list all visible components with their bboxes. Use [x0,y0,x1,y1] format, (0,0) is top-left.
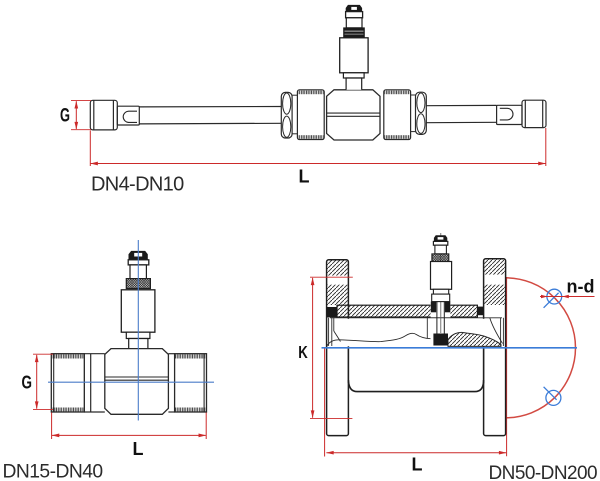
svg-text:DN4-DN10: DN4-DN10 [91,174,184,196]
svg-text:DN15-DN40: DN15-DN40 [3,462,103,481]
svg-text:n-d: n-d [567,277,595,297]
svg-text:K: K [298,342,308,362]
svg-text:L: L [412,455,423,475]
svg-text:L: L [133,439,144,459]
svg-text:L: L [299,167,310,187]
svg-text:G: G [60,106,70,127]
svg-text:G: G [22,373,33,393]
svg-text:DN50-DN200: DN50-DN200 [489,463,598,481]
